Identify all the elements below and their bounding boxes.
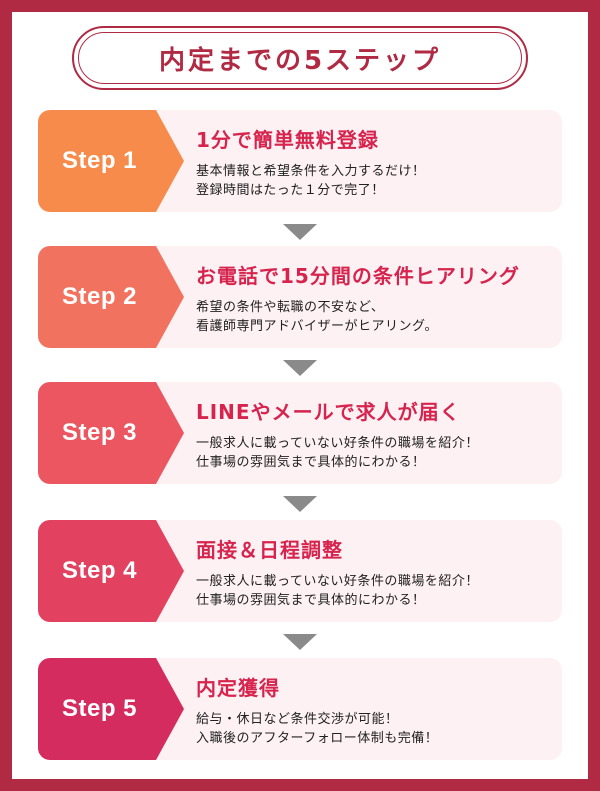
down-arrow-icon <box>283 496 317 512</box>
step-description-line: 給与・休日など条件交渉が可能！ <box>196 712 399 727</box>
step-badge-4: Step 4 <box>38 520 184 622</box>
step-card-bg <box>134 246 562 348</box>
step-description: 基本情報と希望条件を入力するだけ！ 登録時間はたった１分で完了！ <box>196 162 426 200</box>
step-title: 1分で簡単無料登録 <box>196 128 379 152</box>
step-title: 面接＆日程調整 <box>196 538 343 562</box>
step-description-line: 一般求人に載っていない好条件の職場を紹介！ <box>196 436 479 451</box>
step-description: 一般求人に載っていない好条件の職場を紹介！ 仕事場の雰囲気まで具体的にわかる！ <box>196 572 479 610</box>
step-description-line: 仕事場の雰囲気まで具体的にわかる！ <box>196 593 426 608</box>
step-badge-label: Step 3 <box>62 419 138 446</box>
title-banner: 内定までの5ステップ <box>72 26 528 90</box>
step-description: 希望の条件や転職の不安など、 看護師専門アドバイザーがヒアリング。 <box>196 298 438 336</box>
step-description-line: 仕事場の雰囲気まで具体的にわかる！ <box>196 455 426 470</box>
down-arrow-icon <box>283 360 317 376</box>
step-card-5: Step 5 内定獲得 給与・休日など条件交渉が可能！ 入職後のアフターフォロー… <box>38 658 562 760</box>
step-card-bg <box>134 520 562 622</box>
step-badge-label: Step 1 <box>62 147 138 174</box>
step-badge-label: Step 2 <box>62 283 138 310</box>
step-description-line: 基本情報と希望条件を入力するだけ！ <box>196 164 426 179</box>
step-description-line: 希望の条件や転職の不安など、 <box>196 300 385 315</box>
step-description-line: 一般求人に載っていない好条件の職場を紹介！ <box>196 574 479 589</box>
step-title: お電話で15分間の条件ヒアリング <box>196 264 520 288</box>
step-card-bg <box>134 382 562 484</box>
down-arrow-icon <box>283 634 317 650</box>
step-card-bg <box>134 658 562 760</box>
step-card-2: Step 2 お電話で15分間の条件ヒアリング 希望の条件や転職の不安など、 看… <box>38 246 562 348</box>
page-title: 内定までの5ステップ <box>158 45 442 76</box>
step-badge-5: Step 5 <box>38 658 184 760</box>
step-badge-1: Step 1 <box>38 110 184 212</box>
down-arrow-icon <box>283 224 317 240</box>
step-description-line: 入職後のアフターフォロー体制も完備！ <box>196 731 439 746</box>
step-card-3: Step 3 LINEやメールで求人が届く 一般求人に載っていない好条件の職場を… <box>38 382 562 484</box>
step-description: 給与・休日など条件交渉が可能！ 入職後のアフターフォロー体制も完備！ <box>196 710 438 748</box>
step-card-bg <box>134 110 562 212</box>
step-badge-2: Step 2 <box>38 246 184 348</box>
step-card-1: Step 1 1分で簡単無料登録 基本情報と希望条件を入力するだけ！ 登録時間は… <box>38 110 562 212</box>
step-title: LINEやメールで求人が届く <box>196 400 461 424</box>
step-badge-label: Step 4 <box>62 557 138 584</box>
step-title: 内定獲得 <box>196 676 280 700</box>
step-description: 一般求人に載っていない好条件の職場を紹介！ 仕事場の雰囲気まで具体的にわかる！ <box>196 434 479 472</box>
step-description-line: 看護師専門アドバイザーがヒアリング。 <box>196 319 438 334</box>
step-badge-3: Step 3 <box>38 382 184 484</box>
step-card-4: Step 4 面接＆日程調整 一般求人に載っていない好条件の職場を紹介！ 仕事場… <box>38 520 562 622</box>
step-badge-label: Step 5 <box>62 695 138 722</box>
step-description-line: 登録時間はたった１分で完了！ <box>196 183 385 198</box>
